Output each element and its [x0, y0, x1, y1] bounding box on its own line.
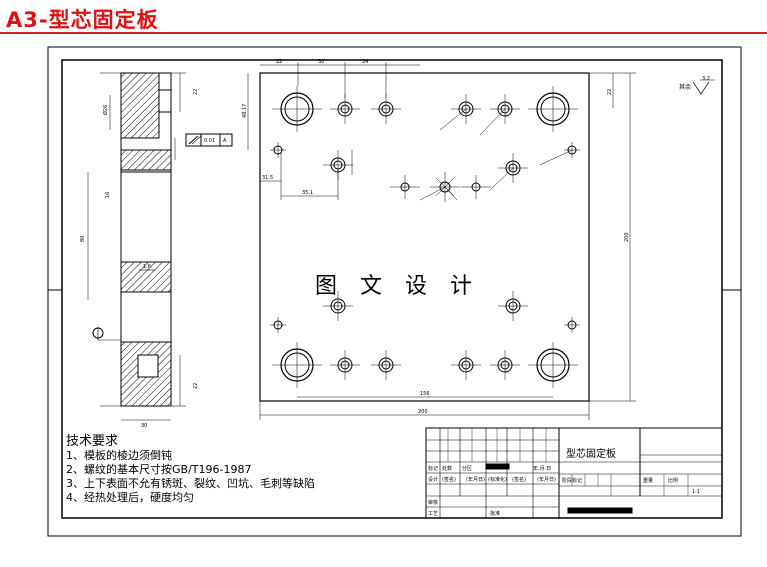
notes-heading: 技术要求	[66, 434, 119, 449]
dim-200-bottom: 200	[418, 409, 428, 415]
technical-requirements: 技术要求 1、模板的棱边须倒钝 2、螺纹的基本尺寸按GB/T196-1987 3…	[66, 435, 315, 505]
note-item: 1、模板的棱边须倒钝	[66, 449, 172, 462]
dim-200-right: 200	[624, 232, 630, 242]
watermark-text: 图 文 设 计	[315, 274, 480, 299]
dim-side-80: 80	[80, 236, 86, 242]
tb-scale: 比例	[668, 478, 679, 484]
tb-mark: 标记	[428, 466, 439, 472]
datum-label: A	[223, 138, 227, 144]
dimension-labels: 22 30 24 48.17 22 200 200 156 31.5 35.1 …	[80, 59, 710, 429]
dim-48-17: 48.17	[242, 104, 248, 118]
inner-border	[61, 59, 723, 519]
note-item: 3、上下表面不允有锈斑、裂纹、凹坑、毛刺等缺陷	[66, 477, 315, 490]
title-block	[425, 427, 723, 519]
dim-side-30: 30	[141, 423, 147, 429]
roughness-value: 3.2	[702, 76, 710, 82]
tb-date-2: (年月日)	[537, 477, 556, 483]
flatness-mark: 1.6	[143, 264, 151, 270]
outer-border	[47, 46, 742, 537]
dim-top-22: 22	[276, 59, 282, 65]
tb-date: (年月日)	[466, 477, 485, 483]
page-title: A3-型芯固定板	[6, 8, 159, 32]
dim-side-16: 16	[105, 192, 111, 198]
tb-audit: 审核	[428, 500, 439, 506]
dim-22-right: 22	[607, 89, 613, 95]
note-item: 2、螺纹的基本尺寸按GB/T196-1987	[66, 463, 252, 476]
tolerance-value: 0.01	[204, 138, 215, 144]
tb-scale-value: 1:1	[692, 489, 701, 495]
side-view	[87, 72, 233, 421]
tb-sign-date: 年.月.日	[533, 466, 552, 472]
dim-side-d26: Ø26	[102, 105, 109, 115]
dim-31-5: 31.5	[262, 175, 273, 181]
note-item: 4、经热处理后，硬度均匀	[66, 491, 194, 504]
dim-side-22b: 22	[193, 383, 199, 389]
tb-process: 工艺	[428, 511, 439, 517]
dim-top-24: 24	[362, 59, 368, 65]
tb-design: 设计	[428, 477, 439, 483]
dim-side-22a: 22	[193, 89, 199, 95]
dim-top-30: 30	[318, 59, 324, 65]
plate-view	[247, 62, 715, 420]
part-name: 型芯固定板	[566, 449, 616, 460]
tb-sign-2: (签名)	[512, 477, 526, 483]
tb-stage: 阶段标记	[562, 478, 583, 484]
tb-weight: 重量	[643, 478, 654, 484]
tb-std: (标准化)	[488, 477, 507, 483]
dim-156: 156	[420, 391, 430, 397]
dim-35-1: 35.1	[302, 190, 313, 196]
tb-count: 处数	[442, 466, 453, 472]
roughness-label: 其余	[679, 83, 691, 91]
tb-sign: (签名)	[442, 477, 456, 483]
tb-approve: 批准	[490, 511, 501, 517]
tb-zone: 分区	[462, 466, 473, 472]
